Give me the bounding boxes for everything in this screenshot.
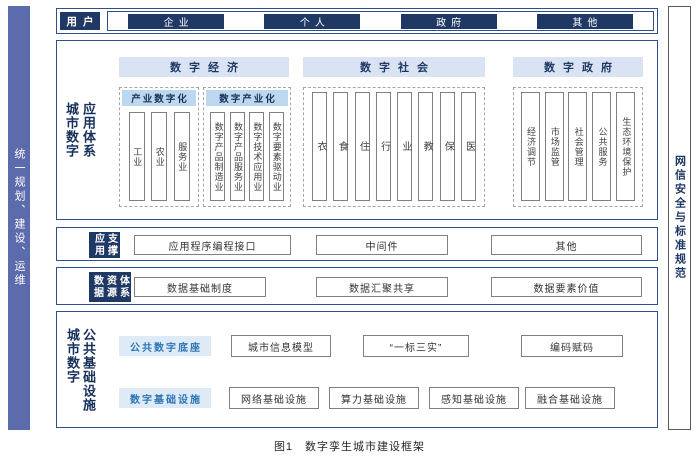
application-system-section: 城市数字 应用体系 数字经济 数字社会 数字政府 产业数字化 工业 农业 服务业… [56,40,658,220]
base-item-city-information-model: 城市信息模型 [231,335,331,357]
public-digital-base-label: 公共数字底座 [119,336,211,356]
support-item-middleware: 中间件 [316,235,448,255]
infrastructure-label: 城市数字 公共基础设施 [65,327,96,412]
application-support-row: 应用 支撑 应用程序编程接口 中间件 其他 [56,227,658,261]
unified-planning-sidebar: 统一规划、建设、运维 [8,6,30,430]
user-item-other: 其他 [536,13,633,29]
industry-digitalization-group: 产业数字化 工业 农业 服务业 [119,87,199,207]
base-item-one-standard-three-realities: “一标三实” [363,335,469,357]
digital-industry-item: 数字产品服务业 [229,112,245,201]
support-item-api: 应用程序编程接口 [134,235,291,255]
data-item-basic-system: 数据基础制度 [134,277,266,297]
digital-industrialization-group: 数字产业化 数字产品制造业 数字产品服务业 数字技术应用业 数字要素驱动业 [203,87,291,207]
society-item: 业 [397,92,413,201]
society-item: 住 [354,92,370,201]
industry-digitalization-header: 产业数字化 [122,90,196,106]
digital-society-header: 数字社会 [303,57,485,77]
digital-industry-item: 数字要素驱动业 [268,112,284,201]
figure-caption: 图1 数字孪生城市建设框架 [273,441,426,453]
digital-industry-item: 数字产品制造业 [210,112,226,201]
infra-item-converged: 融合基础设施 [525,387,615,409]
society-item: 行 [375,92,391,201]
industry-digitalization-items: 工业 农业 服务业 [120,108,198,206]
user-item-government: 政府 [400,13,497,29]
data-resource-label: 数据 资源 体系 [89,272,131,302]
application-support-label: 应用 支撑 [89,232,120,258]
society-item: 教 [418,92,434,201]
digital-infrastructure-label: 数字基础设施 [119,388,211,408]
support-item-other: 其他 [491,235,642,255]
government-item: 生态环境保护 [616,92,636,201]
digital-industrialization-header: 数字产业化 [206,90,288,106]
digital-economy-header: 数字经济 [119,57,289,77]
digital-industrialization-items: 数字产品制造业 数字产品服务业 数字技术应用业 数字要素驱动业 [204,108,290,206]
digital-government-items: 经济调节 市场监管 社会管理 公共服务 生态环境保护 [514,88,642,206]
society-item: 食 [333,92,349,201]
society-item: 衣 [312,92,328,201]
data-item-element-value: 数据要素价值 [491,277,642,297]
government-item: 公共服务 [592,92,612,201]
society-item: 医 [460,92,476,201]
data-item-aggregation-sharing: 数据汇聚共享 [316,277,448,297]
infra-item-sensing: 感知基础设施 [429,387,519,409]
government-item: 市场监管 [544,92,564,201]
security-standards-sidebar: 网信安全与标准规范 [668,6,691,430]
user-item-individual: 个人 [264,13,361,29]
user-items-container: 企业 个人 政府 其他 [107,11,654,31]
base-item-coding: 编码赋码 [521,335,623,357]
infra-item-computing: 算力基础设施 [329,387,419,409]
society-item: 保 [439,92,455,201]
government-item: 社会管理 [568,92,588,201]
digital-government-group: 经济调节 市场监管 社会管理 公共服务 生态环境保护 [513,87,643,207]
industry-item: 农业 [151,112,167,201]
infra-item-network: 网络基础设施 [229,387,319,409]
user-item-enterprise: 企业 [128,13,225,29]
application-system-label: 城市数字 应用体系 [64,102,96,158]
digital-society-items: 衣 食 住 行 业 教 保 医 [304,88,484,206]
industry-item: 服务业 [173,112,190,201]
user-layer-label: 用户 [60,12,100,30]
user-layer: 用户 企业 个人 政府 其他 [56,8,658,34]
digital-government-header: 数字政府 [513,57,643,77]
digital-industry-item: 数字技术应用业 [249,112,265,201]
government-item: 经济调节 [520,92,540,201]
infrastructure-section: 城市数字 公共基础设施 公共数字底座 城市信息模型 “一标三实” 编码赋码 数字… [56,311,658,428]
digital-society-group: 衣 食 住 行 业 教 保 医 [303,87,485,207]
industry-item: 工业 [128,112,145,201]
data-resource-row: 数据 资源 体系 数据基础制度 数据汇聚共享 数据要素价值 [56,267,658,305]
